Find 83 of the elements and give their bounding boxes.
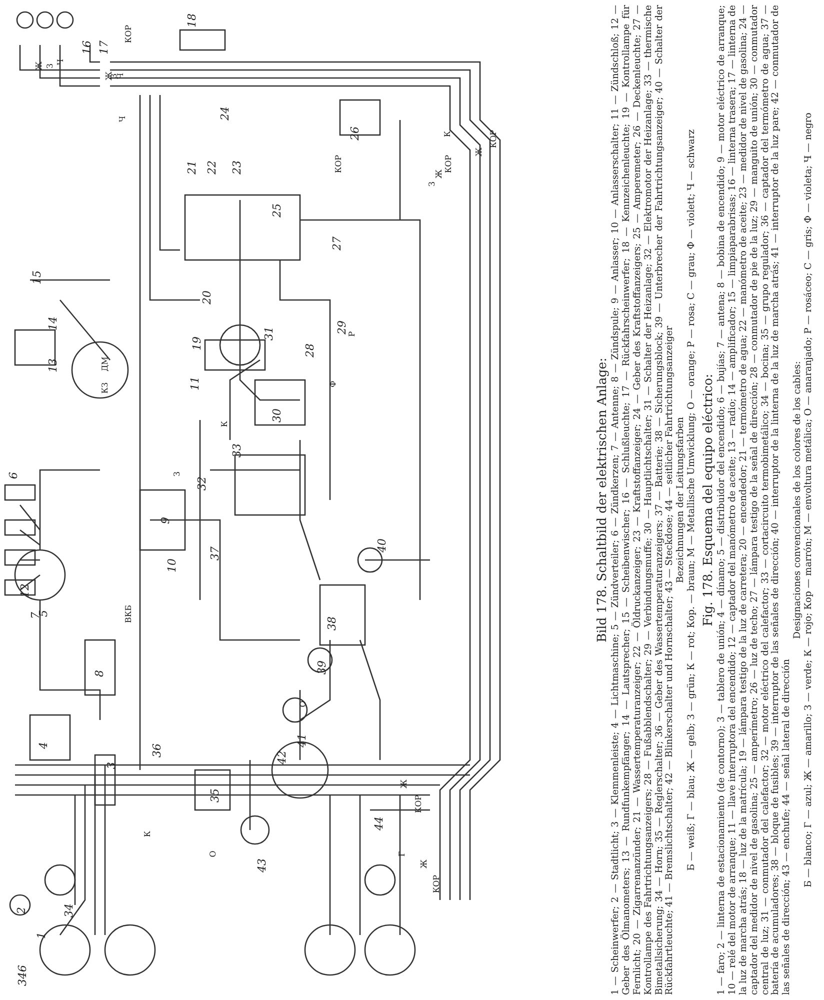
callout-number: 40: [376, 538, 388, 552]
callout-number: 37: [210, 546, 220, 560]
wire-color-code: КОР: [490, 130, 498, 148]
callout-number: 23: [232, 160, 242, 174]
page-number: 346: [17, 965, 28, 986]
wire-color-code: К: [144, 830, 152, 838]
callout-number: 3: [106, 762, 117, 769]
callout-number: 31: [264, 326, 274, 340]
callout-number: 20: [202, 290, 212, 304]
wire-color-code: К: [221, 420, 230, 428]
callout-number: 12: [20, 584, 30, 598]
callout-number: 41: [296, 734, 308, 748]
callout-number: 11: [190, 376, 200, 390]
wire-color-code: Р: [348, 331, 357, 337]
legend-heading: Bezeichnungen der Leitungsfarben: [676, 416, 687, 586]
wire-color-code: ДМ: [101, 356, 110, 372]
callout-number: 13: [48, 358, 58, 372]
callout-number: 21: [186, 160, 198, 174]
wire-color-code: Г: [398, 851, 407, 857]
wire-color-code: Ж: [420, 860, 428, 868]
callout-number: 34: [64, 904, 74, 918]
wire-color-code: КОР: [335, 154, 344, 174]
wire-color-code: З: [110, 74, 118, 78]
callout-number: 30: [272, 408, 282, 422]
wire-color-code: О: [299, 700, 308, 708]
figure-title: Bild 178. Schaltbild der elektrischen Anlage:: [594, 356, 609, 644]
callout-number: 8: [94, 670, 105, 677]
wire-color-code: КОР: [125, 24, 134, 44]
callout-number: 32: [196, 476, 208, 490]
wire-color-code: КОР: [445, 154, 454, 174]
legend-heading: Designaciones convencionales de los colores de los cables:: [793, 360, 804, 641]
color-key-text: Б — blanco; Г — azul; Ж — amarillo; З — verde; К — rojo; Кор — marrón; М — envoltura metálica; О — anaranjado; Р — rosáceo; С — gris; Ф — violeta; Ч — negro: [804, 112, 815, 890]
wire-color-code: Ж: [436, 170, 444, 178]
wire-color-code: Ч: [119, 116, 128, 122]
wire-color-code: Ж: [36, 62, 44, 70]
wire-color-code: Ж: [400, 780, 408, 788]
wire-color-code: З: [46, 64, 54, 68]
wire-color-code: Ж: [106, 72, 114, 80]
callout-number: 29: [336, 320, 348, 334]
callout-number: 43: [256, 858, 268, 872]
wire-color-code: З: [174, 472, 182, 476]
callout-number: 4: [38, 742, 49, 749]
wire-color-code: Ф: [329, 380, 338, 388]
callout-number: 2: [16, 907, 27, 914]
callout-number: 19: [192, 336, 202, 350]
callout-number: 9: [160, 517, 171, 524]
wire-color-code: Ж: [476, 148, 484, 156]
legend-paragraph: 1 — faro; 2 — linterna de estacionamiento (de contorno); 3 — tablero de unión; 4 — dínamo; 5 — distribuidor del encendido; 6 — bujías; 7 — antena; 8 — bobina de encendido; 9 — motor eléctrico de arranque; 10 — relé del motor de arranque; 11 — llave interruptora del encendido; 12 — captador del manómetro de aceite; 13 — radio; 14 — amplificador; 15 — limpiaparabrisas; 16 — linterna trasera; 17 — linterna de la luz de marcha atrás; 18 — luz de la matrícula; 19 — lámpara testigo de la luz de carretera; 20 — encendedor; 21 — termómetro de agua; 22 — manómetro de aceite; 23 — medidor de nivel de gasolina; 24 — captador del medidor de nivel de gasolina; 25 — amperímetro; 26 — luz de techo; 27 — lámpara testigo de la señal de dirección; 28 — conmutador de pie de la luz; 29 — manguito de unión; 30 — conmutador central de luz; 31 — conmutador del calefactor; 32 — motor eléctrico del calefactor; 33 — cortacircuito termobimetálico; 34 — bocina; 35 — grupo regulador; 36 — captador del termómetro de agua; 37 — batería de acumuladores; 38 — bloque de fusibles; 39 — interruptor de las señales de dirección; 40 — interruptor de la linterna de la luz de marcha atrás; 41 — interruptor de la luz pare; 42 — conmutador de las señales de dirección; 43 — enchufe; 44 — señal lateral de dirección: [717, 5, 793, 995]
callout-number: 1: [36, 932, 47, 939]
callout-number: 39: [316, 660, 328, 674]
wire-color-code: Ч: [57, 58, 66, 66]
wire-color-code: З: [428, 182, 436, 186]
callout-number: 14: [48, 316, 58, 330]
callout-number: 42: [276, 750, 288, 764]
callout-number: 22: [206, 160, 218, 174]
callout-number: 16: [82, 40, 92, 54]
callout-number: 5: [38, 610, 49, 617]
callout-number: 27: [332, 236, 342, 250]
callout-number: 38: [326, 616, 338, 630]
wire-color-code: О: [209, 850, 218, 858]
wire-color-code: К: [444, 130, 452, 138]
callout-number: 26: [350, 126, 360, 140]
callout-number: 17: [98, 40, 110, 54]
callout-number: 15: [32, 270, 42, 284]
callout-number: 18: [186, 14, 198, 28]
callout-number: 25: [272, 204, 282, 218]
callout-number: 35: [210, 788, 220, 802]
callout-number: 36: [152, 744, 162, 758]
figure-title: Fig. 178. Esquema del equipo eléctrico:: [700, 372, 715, 628]
wire-color-code: КОР: [433, 874, 442, 894]
wire-color-code: Ч: [117, 72, 126, 80]
callout-number: 28: [304, 344, 316, 358]
callout-number: 10: [166, 558, 178, 572]
callout-number: 7: [30, 612, 41, 619]
callout-number: 6: [8, 472, 19, 479]
callout-number: 24: [220, 106, 230, 120]
wire-color-code: ВКБ: [124, 605, 133, 623]
legend-paragraph: 1 — Scheinwerfer; 2 — Stadtlicht; 3 — Klemmenleiste; 4 — Lichtmaschine; 5 — Zündverteiler; 6 — Zündkerzen; 7 — Antenne; 8 — Zündspule; 9 — Anlasser; 10 — Anlasserschalter; 11 — Zündschloß; 12 — Geber des Ölmanometers; 13 — Rundfunkempfänger; 14 — Lautsprecher; 15 — Scheibenwischer; 16 — Schlußleuchte; 17 — Rückfahrscheinwerfer; 18 — Kennzeichenleuchte; 19 — Kontrollampe für Fernlicht; 20 — Zigarrenanzünder; 21 — Wassertemperaturanzeiger; 22 — Öldruckanzeiger; 23 — Kraftstoffanzeiger; 24 — Geber des Kraftstoffanzeigers; 25 — Amperemeter; 26 — Deckenleuchte; 27 — Kontrollampe des Fahrtrichtungsanzeigers; 28 — Fußabblendschalter; 29 — Verbindungsmuffe; 30 — Hauptlichtschalter; 31 — Schalter der Heizanlage; 32 — Elektromotor der Heizanlage; 33 — thermische Bimetallsicherung; 34 — Horn; 35 — Reglerschalter; 36 — Geber des Wassertemperaturanzeigers; 37 — Batterie; 38 — Sicherungsblock; 39 — Unterbrecher der Fahrtrichtungsanzeiger; 40 — Schalter der Rückfahrtleuchte; 41 — Bremslichtschalter; 42 — Blinkerschalter und Hornschalter; 43 — Steckdose; 44 — seitlicher Fahrtrichtungsanzeiger: [611, 5, 676, 995]
wire-color-code: КОР: [415, 794, 424, 814]
color-key-text: Б — weiß; Г — blau; Ж — gelb; З — grün; К — rot; Кор. — braun; М — Metallische Umwicklung; О — orange; Р — rosa; С — grau; Ф — violett; Ч — schwarz: [687, 128, 698, 873]
callout-number: 33: [232, 444, 242, 458]
callout-number: 44: [374, 816, 384, 830]
wire-color-code: КЗ: [102, 382, 110, 394]
